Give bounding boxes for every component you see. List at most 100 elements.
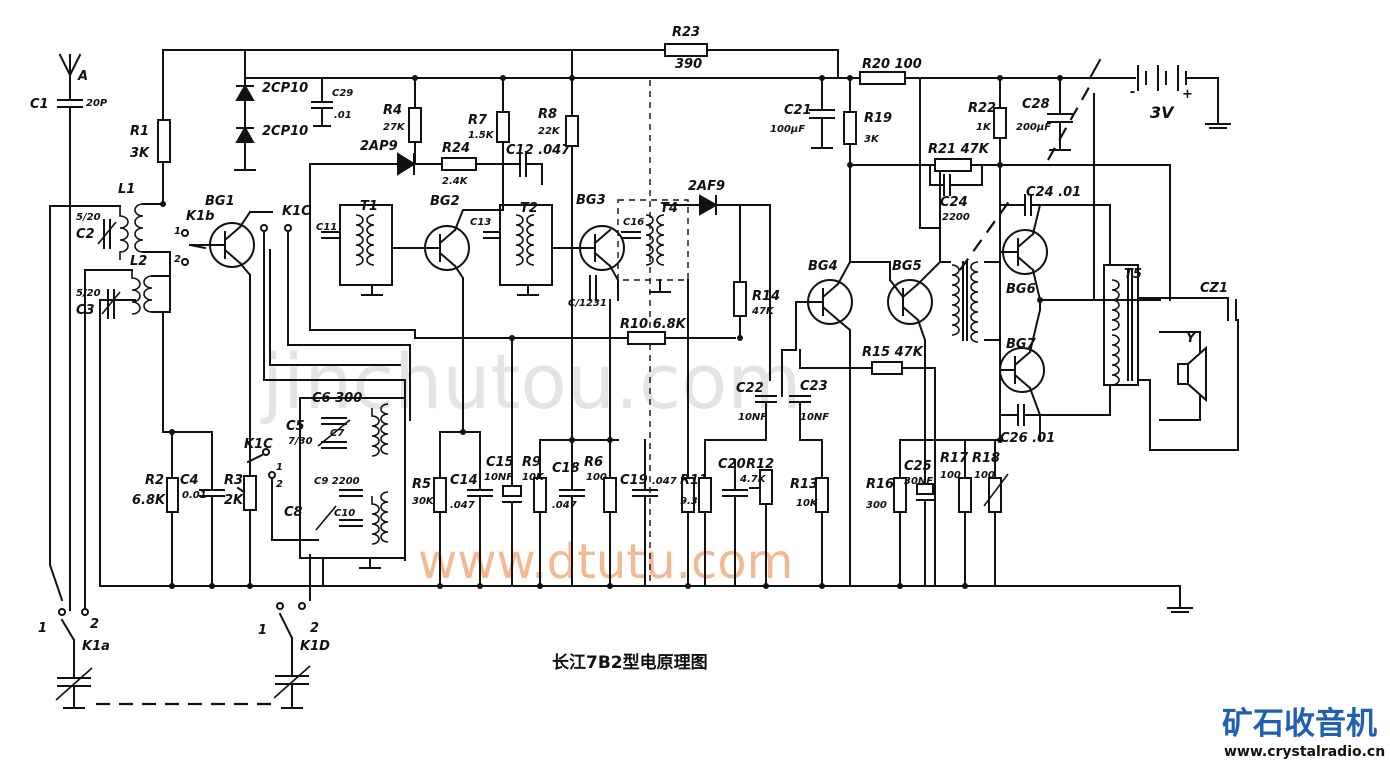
r2-label: R2 [145,473,164,488]
svg-text:30NF: 30NF [904,476,933,487]
antenna-label: A [77,69,88,84]
c12-label: C12 .047 [506,143,571,158]
tuning-switches: 1 2 K1a 1 2 K1D [38,554,330,709]
svg-text:1K: 1K [976,122,992,133]
l1-label: L1 [118,182,135,197]
r1-label: R1 [130,124,149,139]
svg-text:3K: 3K [130,146,150,161]
r24-label: R24 [442,141,470,156]
r8-label: R8 [538,107,557,122]
svg-text:.047: .047 [450,500,475,511]
svg-text:100: 100 [940,470,961,481]
r14-label: R14 [752,289,780,304]
battery-plus: + [1182,87,1193,102]
t1-label: T1 [360,199,378,214]
svg-text:1: 1 [258,623,267,638]
c24-label: C24 .01 [1026,185,1081,200]
svg-text:3K: 3K [864,134,880,145]
svg-text:30K: 30K [412,496,435,507]
logo-name: 矿石收音机 [1222,706,1377,742]
r2-c4-r3: R2 6.8K C4 0.01 R3 2K K1C 1 2 [132,311,319,587]
svg-text:10K: 10K [522,472,545,483]
r23-label: R23 [672,25,700,40]
bg3-label: BG3 [576,193,606,208]
c5-label: C5 [286,419,305,434]
svg-text:.01: .01 [334,110,352,121]
svg-text:47K: 47K [751,306,775,317]
r7-r8: R7 1.5K R8 22K [468,49,579,233]
svg-text:2.4K: 2.4K [442,176,469,187]
antenna: A C1 20P [30,53,108,207]
d3-label: 2AP9 [360,139,398,154]
c3-label: C3 [76,303,95,318]
r13-label: R13 [790,477,818,492]
c26-label: C26 .01 [1000,431,1055,446]
svg-text:4.7K: 4.7K [739,474,767,485]
r22-label: R22 [968,101,996,116]
c14-label: C14 [450,473,478,488]
bg2-label: BG2 [430,194,460,209]
d4-label: 2AF9 [688,179,725,194]
svg-text:2: 2 [276,479,283,490]
k1b-label: K1b [186,209,214,224]
ground-rail [99,585,1193,613]
c25-label: C25 [904,459,932,474]
c8-label: C8 [284,505,303,520]
output-bias: R16 300 C25 30NF R17 100 R18 100 [866,439,1009,587]
c11-label: C11 [316,222,337,233]
svg-text:100: 100 [974,470,995,481]
c18-label: C18 [552,461,580,476]
r16-label: R16 [866,477,894,492]
speaker-label: Y [1186,331,1197,346]
svg-text:100µF: 100µF [770,124,805,135]
c19-label: C19 [620,473,648,488]
agc-network: R4 27K 2AP9 R24 2.4K C12 .047 [360,77,571,187]
bg4-label: BG4 [808,259,838,274]
svg-text:2K: 2K [224,493,244,508]
detector: R14 47K R10 6.8K C22 10NF C23 10NF [620,204,829,441]
svg-text:27K: 27K [383,122,406,133]
bg6-label: BG6 [1006,282,1036,297]
bg1-label: BG1 [205,194,235,209]
svg-text:2: 2 [174,254,181,265]
k1d-label: K1D [300,639,330,654]
svg-text:1: 1 [174,226,181,237]
svg-text:2: 2 [90,617,99,632]
junction-dots [160,75,1063,589]
battery-3v: - + 3V [1114,65,1196,122]
r21-label: R21 47K [928,142,990,157]
c22-label: C22 [736,381,764,396]
svg-text:20P: 20P [86,98,108,109]
r17-label: R17 [940,451,969,466]
input-circuit: L1 L2 5/20 C2 5/20 C3 [49,182,171,611]
bg5-label: BG5 [892,259,922,274]
svg-text:1: 1 [38,621,47,636]
c2-label: C2 [76,227,95,242]
c6-label: C6 300 [312,391,362,406]
svg-text:5/20: 5/20 [76,212,101,223]
svg-text:1.5K: 1.5K [468,130,495,141]
r19-label: R19 [864,111,892,126]
bg1-transistor: BG1 K1b 1 2 K1C [174,194,311,587]
l2-label: L2 [130,254,147,269]
svg-text:2: 2 [310,621,319,636]
r18-label: R18 [972,451,1000,466]
c28-label: C28 [1022,97,1050,112]
svg-text:7/30: 7/30 [288,436,313,447]
r3-label: R3 [224,473,243,488]
c13-label: C13 [470,217,491,228]
battery-minus: - [1130,85,1135,100]
supply-filter: R23 390 R20 100 C21 100µF R19 3K [664,25,922,263]
svg-text:6.8K: 6.8K [132,493,166,508]
c29-label: C29 [332,88,353,99]
t4-label: T4 [660,201,678,216]
r6-label: R6 [584,455,603,470]
watermark-jinchutou: jinchutou.com [260,337,801,426]
mid-bus [309,163,1171,339]
svg-text:10NF: 10NF [800,412,829,423]
r5-label: R5 [412,477,431,492]
svg-text:300: 300 [866,500,887,511]
svg-text:10K: 10K [796,498,819,509]
svg-text:100: 100 [586,472,607,483]
logo-url: www.crystalradio.cn [1224,744,1385,760]
